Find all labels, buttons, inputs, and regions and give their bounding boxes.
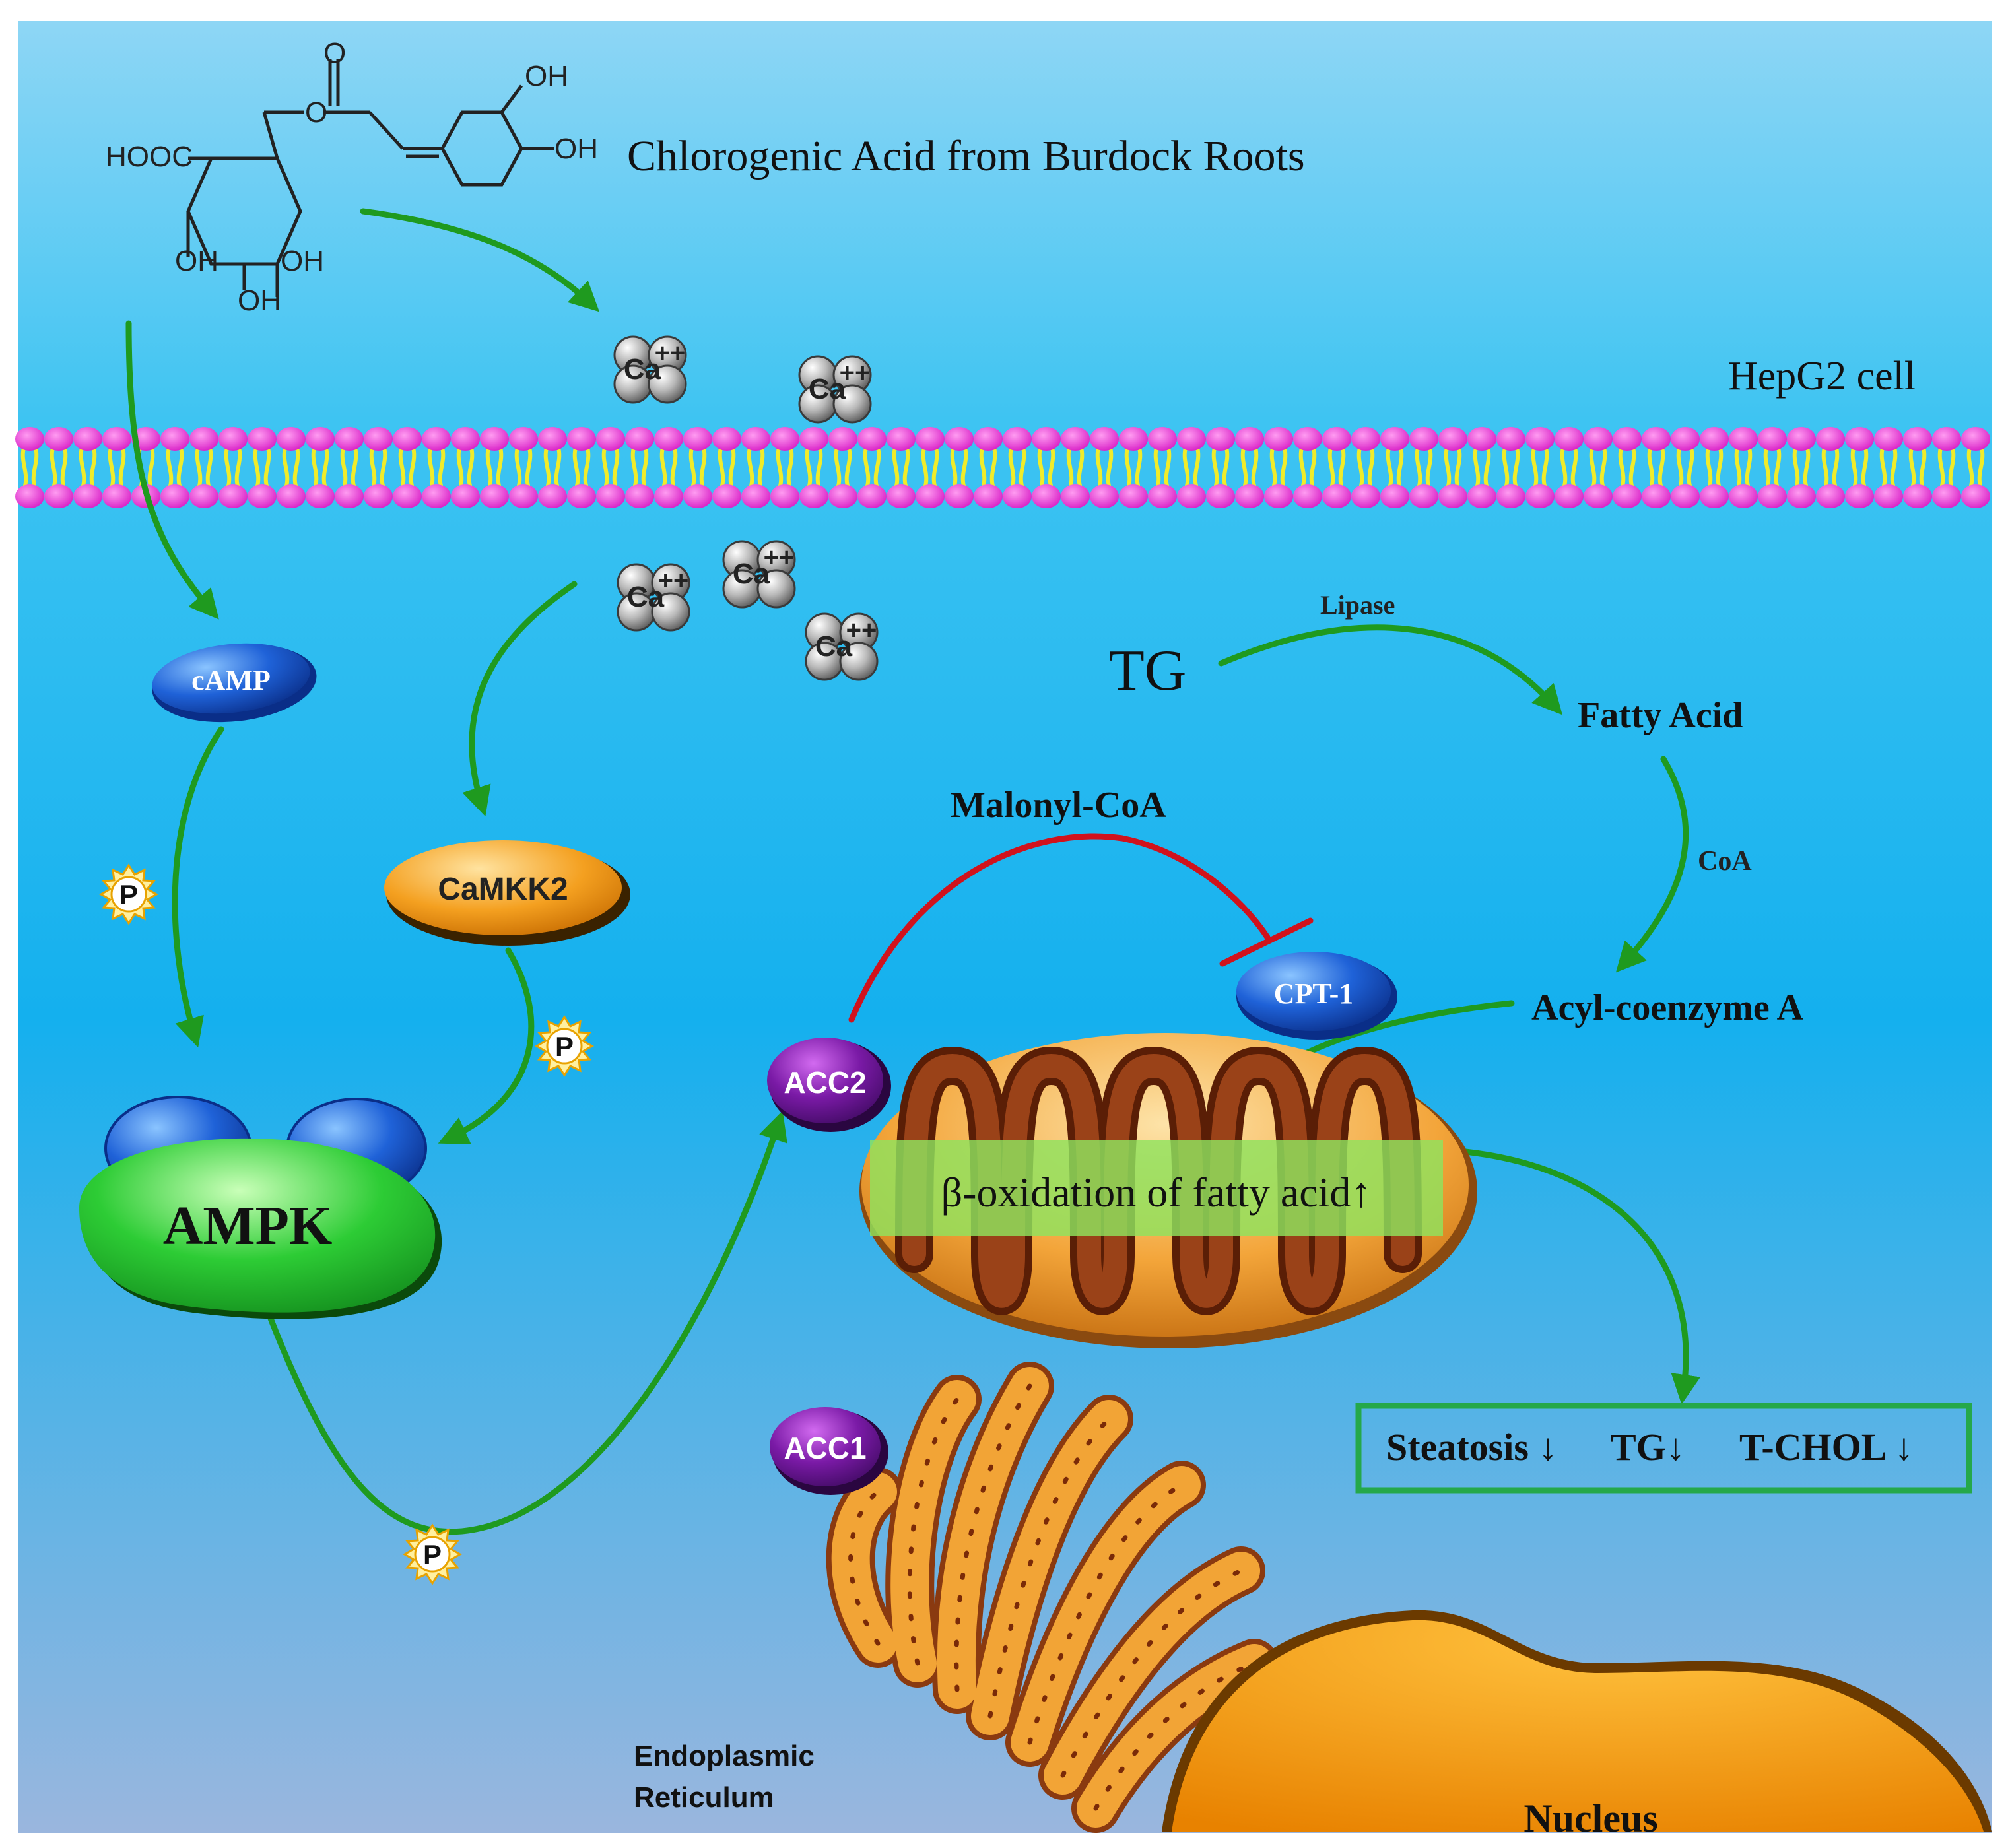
molecule-hooc-label: HOOC [106,141,193,173]
mitochondrion: β-oxidation of fatty acid↑ [859,1033,1477,1348]
calcium-ion-label: Ca [627,581,665,613]
phosphate-badge: P [100,864,158,925]
cpt1-label: CPT-1 [1274,977,1354,1010]
acc2-protein: ACC2 [767,1038,891,1132]
ampk-label: AMPK [163,1195,333,1257]
ampk-complex: AMPK [79,1096,442,1319]
calcium-ion-charge: ++ [840,358,871,387]
er-label-line2: Reticulum [634,1781,774,1814]
lipase-label: Lipase [1320,590,1395,620]
diagram-title: Chlorogenic Acid from Burdock Roots [627,132,1305,180]
acyl-coa-label: Acyl-coenzyme A [1531,987,1804,1028]
tg-label: TG [1109,639,1186,703]
molecule-oh-label-2: OH [554,133,598,165]
hepg2-cell-label: HepG2 cell [1728,354,1916,399]
calcium-ion-label: Ca [733,558,770,590]
acc2-label: ACC2 [784,1065,866,1100]
arrow-mitochondrion-to-outcome [1462,1148,1701,1404]
cell-membrane [15,427,1990,508]
beta-oxidation-band [870,1140,1443,1236]
arrow-calcium-to-camkk2 [462,581,578,817]
arrow-camkk2-to-ampk [438,947,535,1145]
calcium-ions: Ca++Ca++Ca++Ca++Ca++ [613,335,879,681]
calcium-ion-charge: ++ [846,616,877,645]
er-label-line1: Endoplasmic [634,1740,815,1772]
nucleus-label: Nucleus [1523,1797,1657,1840]
nucleus: Nucleus [1162,1610,1992,1840]
arrow-ampk-to-acc2 [264,1110,787,1535]
arrow-camp-to-ampk [172,726,224,1048]
acc1-label: ACC1 [784,1431,866,1465]
arrow-fatty-acid-to-acyl-coa [1615,756,1689,973]
molecule-oh-label-1: OH [525,60,568,92]
calcium-ion-label: Ca [809,373,846,405]
molecule-oh-label-4: OH [281,245,324,277]
calcium-ion: Ca++ [805,612,879,681]
malonyl-coa-inhibition [848,833,1314,1023]
calcium-ion: Ca++ [722,540,796,609]
phosphate-badge: P [403,1524,461,1585]
calcium-ion-label: Ca [624,353,661,385]
coa-label: CoA [1698,846,1752,876]
calcium-ion-charge: ++ [764,543,795,572]
phosphate-label: P [555,1031,574,1062]
molecule-oh-label-3: OH [175,245,218,277]
calcium-ion-charge: ++ [658,566,689,595]
arrow-acid-to-calcium [360,208,600,312]
phosphorylation-badges: P P P [100,864,593,1585]
camp-label: cAMP [191,664,271,696]
calcium-ion: Ca++ [798,355,872,424]
endoplasmic-reticulum [826,1362,1279,1833]
calcium-ion-charge: ++ [655,339,686,368]
calcium-ion-label: Ca [815,630,853,663]
phosphate-label: P [423,1539,442,1570]
molecule-oh-label-5: OH [238,284,281,317]
cell-background [18,21,1992,1833]
phosphate-badge: P [535,1016,593,1076]
arrow-tg-to-fatty-acid [1218,624,1562,715]
fatty-acid-label: Fatty Acid [1578,695,1743,736]
outcome-steatosis: Steatosis ↓ [1386,1426,1557,1468]
calcium-ion: Ca++ [613,335,687,404]
activation-arrows [125,208,1701,1535]
outcome-box: Steatosis ↓ TG↓ T-CHOL ↓ [1355,1402,1972,1494]
molecule-group-labels: O O HOOC OH OH OH OH OH [106,37,598,317]
molecule-oxygen-label: O [305,96,327,129]
molecule-carbonyl-label: O [323,37,346,69]
camp-protein: cAMP [152,643,317,723]
arrow-acid-to-camp [125,320,219,620]
camkk2-label: CaMKK2 [438,872,568,907]
chlorogenic-acid-structure [186,59,554,297]
calcium-ion: Ca++ [617,563,690,632]
acc1-protein: ACC1 [770,1407,888,1495]
outcome-tchol: T-CHOL ↓ [1739,1426,1914,1468]
phosphate-label: P [119,879,138,910]
cpt1-protein: CPT-1 [1236,952,1397,1040]
outcome-tg: TG↓ [1611,1426,1685,1468]
camkk2-protein: CaMKK2 [384,840,630,946]
malonyl-coa-label: Malonyl-CoA [951,785,1166,826]
beta-oxidation-label: β-oxidation of fatty acid↑ [941,1169,1372,1216]
